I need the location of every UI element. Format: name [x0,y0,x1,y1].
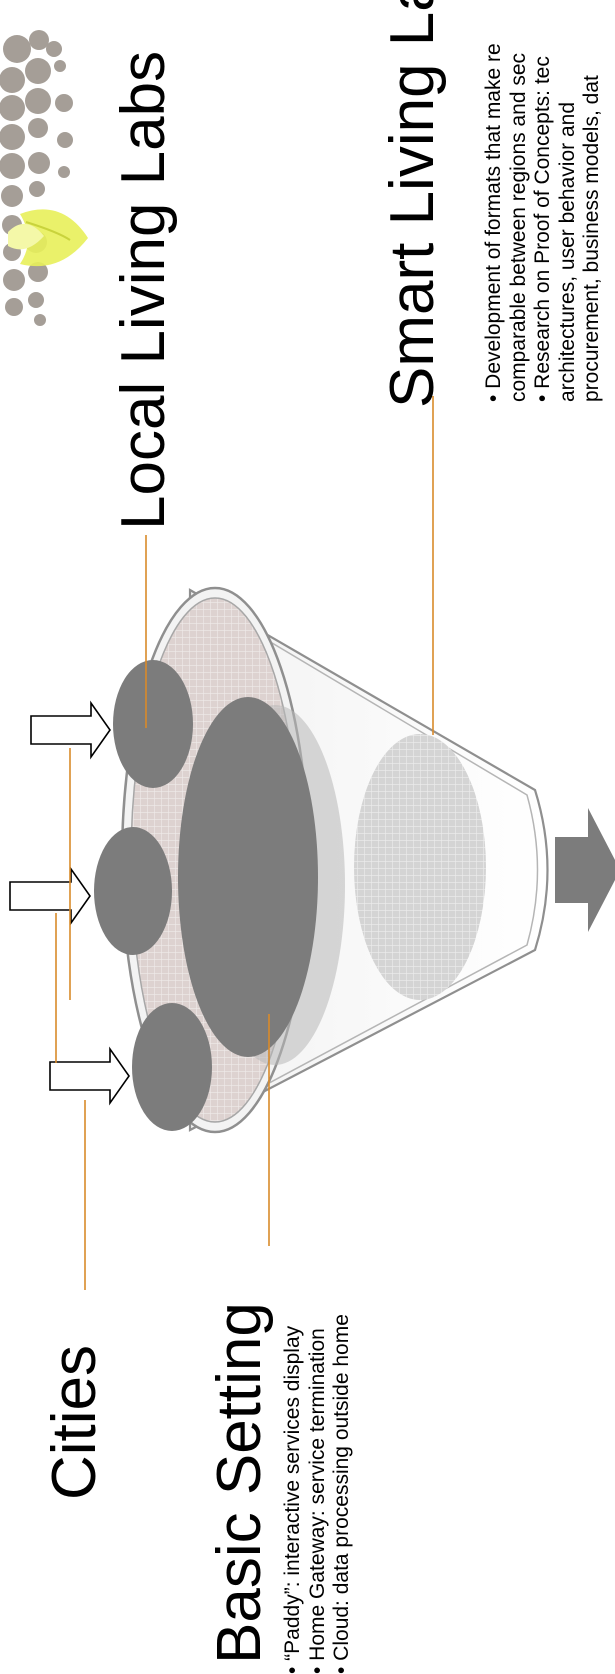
city-circle-middle [94,827,172,955]
input-arrow-3 [49,1046,130,1106]
basic-setting-bullet: • “Paddy”: interactive services display [281,1325,304,1674]
output-arrow [555,808,615,932]
smart-living-labs-title: Smart Living La [378,0,447,408]
basic-setting-title: Basic Setting [205,1302,274,1664]
smart-labs-bullet: procurement, business models, dat [580,75,604,402]
basic-setting-bullets: • “Paddy”: interactive services display … [281,1314,355,1674]
city-circle-bottom [132,1003,212,1131]
input-arrow-1 [30,700,111,760]
cities-title: Cities [40,1344,109,1500]
central-ellipse [178,697,318,1057]
smart-lab-ellipse [354,734,486,1000]
smart-labs-bullet: architectures, user behavior and [555,102,579,402]
basic-setting-bullet: • Home Gateway: service termination [305,1328,329,1674]
logo-dots [0,30,73,326]
smart-labs-bullet: comparable between regions and sec [506,52,530,402]
basic-setting-bullet: • Cloud: data processing outside home [330,1314,354,1674]
smart-labs-bullet: • Development of formats that make re [482,43,505,402]
funnel-inner-edge [199,599,539,1121]
logo-leaf [8,209,88,267]
smart-living-labs-bullets: • Development of formats that make re co… [482,43,605,402]
local-living-labs-title: Local Living Labs [109,50,178,530]
smart-labs-bullet: • Research on Proof of Concepts: tec [531,56,555,402]
input-arrow-2 [9,866,91,926]
city-circle-top [113,660,193,788]
